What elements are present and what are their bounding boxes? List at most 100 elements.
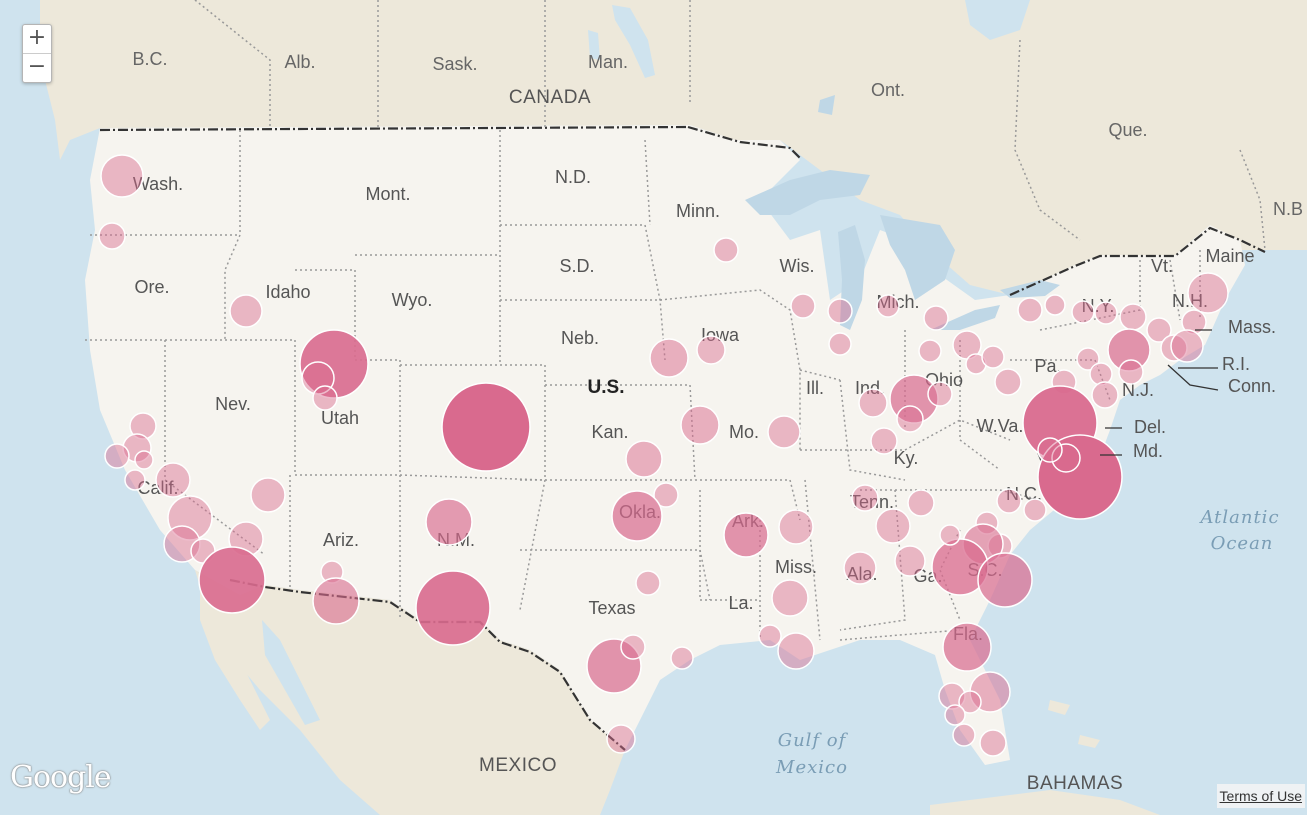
map-marker[interactable] [1181, 309, 1207, 335]
map-marker[interactable] [696, 335, 726, 365]
map-marker[interactable] [312, 385, 338, 411]
terms-of-use-link[interactable]: Terms of Use [1216, 784, 1305, 808]
map-label-state: N.J. [1122, 380, 1154, 400]
map-marker[interactable] [415, 570, 491, 646]
map-marker[interactable] [942, 622, 992, 672]
map-marker[interactable] [1023, 498, 1047, 522]
map-marker[interactable] [894, 545, 926, 577]
map-marker[interactable] [122, 433, 152, 463]
map-marker[interactable] [680, 405, 720, 445]
map-marker[interactable] [649, 338, 689, 378]
map-marker[interactable] [229, 294, 263, 328]
map-marker[interactable] [977, 552, 1033, 608]
map-marker[interactable] [134, 450, 154, 470]
map-marker[interactable] [441, 382, 531, 472]
map-marker[interactable] [129, 412, 157, 440]
map-marker[interactable] [1170, 329, 1204, 363]
lake-north [588, 30, 600, 60]
map-label-state: Pa. [1034, 356, 1061, 376]
map-marker[interactable] [100, 154, 144, 198]
map-marker[interactable] [1187, 272, 1229, 314]
lake-erie [930, 305, 1000, 330]
map-marker[interactable] [1089, 362, 1113, 386]
map-marker[interactable] [425, 498, 473, 546]
map-marker[interactable] [979, 729, 1007, 757]
map-marker[interactable] [958, 690, 982, 714]
map-marker[interactable] [965, 353, 987, 375]
map-marker[interactable] [1044, 294, 1066, 316]
map-marker[interactable] [124, 469, 146, 491]
map-marker[interactable] [586, 638, 642, 694]
map-marker[interactable] [876, 294, 900, 318]
map-marker[interactable] [944, 704, 966, 726]
map-marker[interactable] [1037, 437, 1063, 463]
map-marker[interactable] [1118, 359, 1144, 385]
map-marker[interactable] [713, 237, 739, 263]
map-marker[interactable] [939, 524, 961, 546]
zoom-out-button[interactable]: − [23, 53, 51, 82]
map-marker[interactable] [828, 332, 852, 356]
zoom-in-button[interactable]: + [27, 25, 47, 50]
map-marker[interactable] [670, 646, 694, 670]
map-marker[interactable] [777, 632, 815, 670]
map-marker[interactable] [827, 298, 853, 324]
map-marker[interactable] [1119, 303, 1147, 331]
map-marker[interactable] [996, 488, 1022, 514]
map-marker[interactable] [896, 405, 924, 433]
map-marker[interactable] [790, 293, 816, 319]
map-marker[interactable] [952, 723, 976, 747]
map-label-country: BAHAMAS [1027, 773, 1123, 794]
map-marker[interactable] [155, 462, 191, 498]
map-marker[interactable] [299, 329, 369, 399]
map-marker[interactable] [870, 427, 898, 455]
map-label-state: Texas [588, 598, 635, 618]
map-marker[interactable] [606, 724, 636, 754]
map-marker[interactable] [1094, 301, 1118, 325]
map-marker[interactable] [1107, 328, 1151, 372]
map-marker[interactable] [1037, 434, 1123, 520]
map-marker[interactable] [981, 345, 1005, 369]
map-marker[interactable] [312, 577, 360, 625]
map-label-state: Minn. [676, 201, 720, 221]
map-marker[interactable] [851, 484, 879, 512]
map-label-state: Conn. [1228, 376, 1276, 396]
map-marker[interactable] [250, 477, 286, 513]
map-marker[interactable] [758, 624, 782, 648]
map-marker[interactable] [923, 305, 949, 331]
map-marker[interactable] [918, 339, 942, 363]
map-marker[interactable] [1076, 347, 1100, 371]
map-marker[interactable] [875, 508, 911, 544]
map-marker[interactable] [843, 551, 877, 585]
map-marker[interactable] [778, 509, 814, 545]
map-marker[interactable] [1051, 443, 1081, 473]
map-marker[interactable] [620, 634, 646, 660]
map-marker[interactable] [653, 482, 679, 508]
map-marker[interactable] [104, 443, 130, 469]
map-marker[interactable] [1160, 334, 1188, 362]
map-marker[interactable] [907, 489, 935, 517]
map-marker[interactable] [635, 570, 661, 596]
map-marker[interactable] [625, 440, 663, 478]
map-marker[interactable] [1146, 317, 1172, 343]
map-marker[interactable] [858, 388, 888, 418]
map-marker[interactable] [889, 374, 939, 424]
map-marker[interactable] [167, 495, 213, 541]
map-label-state: R.I. [1222, 354, 1250, 374]
map-marker[interactable] [611, 490, 663, 542]
map-marker[interactable] [927, 381, 953, 407]
map-marker[interactable] [969, 671, 1011, 713]
map-marker[interactable] [98, 222, 126, 250]
map-marker[interactable] [1071, 300, 1095, 324]
map-marker[interactable] [723, 512, 769, 558]
map-marker[interactable] [198, 546, 266, 614]
map-marker[interactable] [1017, 297, 1043, 323]
map-marker[interactable] [1091, 381, 1119, 409]
map-marker[interactable] [994, 368, 1022, 396]
map-marker[interactable] [771, 579, 809, 617]
map-label-state: Wyo. [392, 290, 433, 310]
map-marker[interactable] [767, 415, 801, 449]
lake-superior [745, 170, 870, 215]
map-label-state: Maine [1205, 246, 1254, 266]
